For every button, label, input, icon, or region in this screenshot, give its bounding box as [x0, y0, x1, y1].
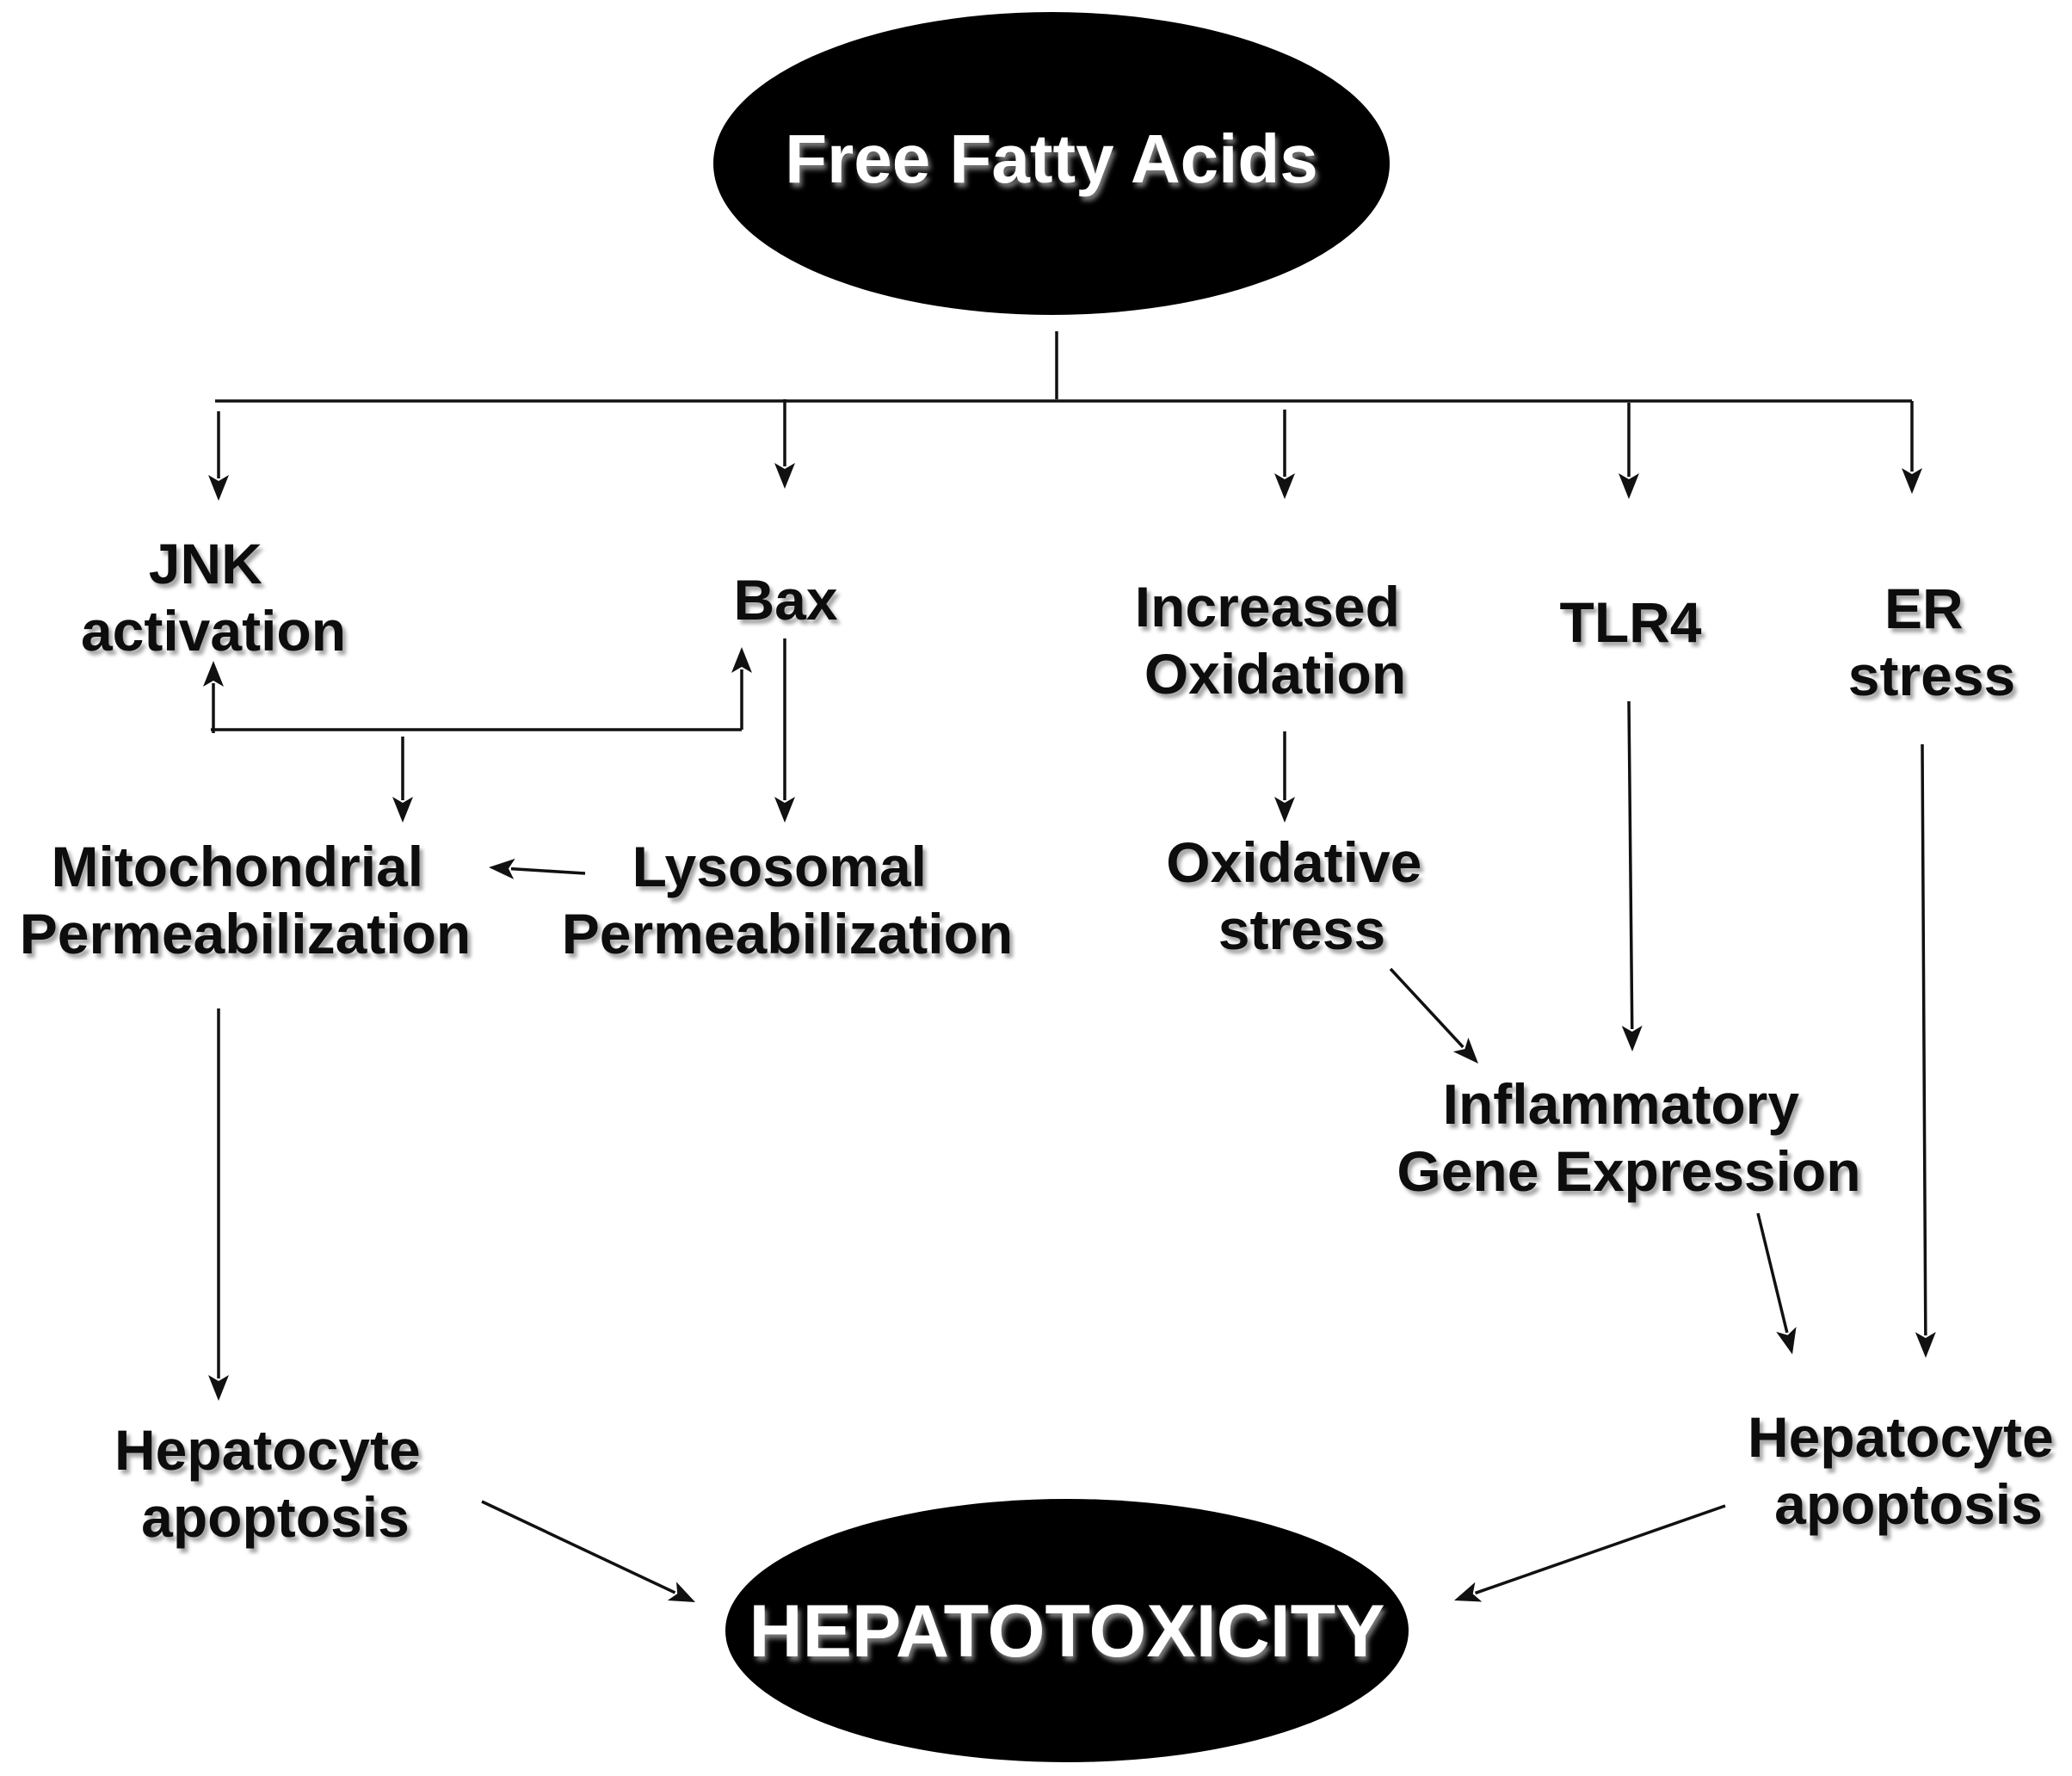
arrow-to-mitochondrial: [392, 737, 413, 823]
arrow-oxidative-to-inflammatory: [1389, 967, 1478, 1064]
lysosomal-permeabilization-node: Lysosomal Permeabilization: [562, 835, 1014, 965]
arrow-to-mitochondrial-head: [392, 797, 413, 823]
arrow-to-jnk: [208, 411, 229, 501]
edges: [211, 331, 1912, 731]
mitochondrial-permeabilization-node: Mitochondrial Permeabilization: [20, 835, 472, 965]
arrow-inflammatory-to-apoptosis-head: [1776, 1327, 1797, 1354]
arrow-to-er-stress: [1902, 401, 1922, 494]
apoptosis-left-line-2: apoptosis: [141, 1485, 410, 1549]
arrow-up-to-jnk: [203, 661, 224, 733]
arrow-er-to-apoptosis-head: [1915, 1331, 1936, 1358]
lysosomal-line-2: Permeabilization: [562, 902, 1014, 965]
arrow-to-oxidative-stress-head: [1274, 797, 1295, 823]
inflammatory-line-2: Gene Expression: [1397, 1139, 1860, 1203]
apoptosis-left-line-1: Hepatocyte: [114, 1418, 421, 1482]
hepatotoxicity-node: HEPATOTOXICITY: [725, 1499, 1409, 1762]
lysosomal-line-1: Lysosomal: [632, 835, 927, 898]
jnk-activation-line-1: JNK: [149, 532, 262, 595]
arrow-inflammatory-to-apoptosis: [1756, 1212, 1797, 1354]
oxidative-stress-line-2: stress: [1218, 897, 1386, 961]
arrow-up-to-bax: [731, 647, 752, 730]
arrows: [203, 399, 1936, 1602]
oxidative-stress-node: Oxidative stress: [1166, 830, 1437, 961]
arrow-up-to-jnk-head: [203, 661, 224, 687]
arrow-bax-to-lysosomal: [774, 638, 795, 823]
apoptosis-right-line-1: Hepatocyte: [1748, 1405, 2054, 1469]
arrow-up-to-bax-head: [731, 647, 752, 673]
arrow-to-tlr4-head: [1619, 473, 1639, 499]
arrow-to-jnk-head: [208, 475, 229, 501]
arrow-to-er-stress-head: [1902, 468, 1922, 494]
increased-oxidation-line-2: Oxidation: [1144, 642, 1406, 706]
free-fatty-acids-node: Free Fatty Acids: [713, 12, 1390, 315]
arrow-mito-to-apoptosis-left-head: [208, 1375, 229, 1401]
arrow-lysosomal-to-mitochondrial: [489, 858, 586, 879]
arrow-oxidative-to-inflammatory-head: [1452, 1037, 1478, 1064]
arrow-mito-to-apoptosis-left: [208, 1008, 229, 1401]
arrow-apoptosis-left-to-hepatotoxicity: [481, 1500, 695, 1602]
arrow-to-tlr4: [1619, 403, 1639, 499]
arrow-apoptosis-right-to-hepatotoxicity-head: [1454, 1582, 1483, 1602]
arrow-apoptosis-right-to-hepatotoxicity: [1454, 1504, 1726, 1602]
oxidative-stress-line-1: Oxidative: [1166, 830, 1421, 894]
arrow-apoptosis-left-to-hepatotoxicity-head: [667, 1582, 695, 1602]
free-fatty-acids-label: Free Fatty Acids: [785, 120, 1317, 197]
bax-line-1: Bax: [733, 568, 837, 632]
bax-node: Bax: [733, 568, 837, 632]
arrow-bax-to-lysosomal-head: [774, 797, 795, 823]
jnk-activation-line-2: activation: [81, 599, 346, 663]
arrow-to-oxidative-stress: [1274, 731, 1295, 823]
arrow-tlr4-to-inflammatory-head: [1621, 1025, 1643, 1051]
increased-oxidation-node: Increased Oxidation: [1135, 575, 1416, 706]
arrow-to-bax: [774, 399, 795, 489]
arrow-lysosomal-to-mitochondrial-head: [489, 858, 515, 879]
increased-oxidation-line-1: Increased: [1135, 575, 1400, 638]
arrow-to-increased-oxidation-head: [1274, 473, 1295, 499]
apoptosis-right-line-2: apoptosis: [1774, 1472, 2043, 1536]
mitochondrial-line-2: Permeabilization: [20, 902, 472, 965]
hepatotoxicity-label: HEPATOTOXICITY: [749, 1590, 1384, 1673]
hepatocyte-apoptosis-right-node: Hepatocyte apoptosis: [1748, 1405, 2069, 1536]
jnk-activation-node: JNK activation: [81, 532, 346, 663]
arrow-tlr4-to-inflammatory: [1621, 700, 1643, 1051]
er-stress-node: ER stress: [1848, 577, 2016, 707]
arrow-er-to-apoptosis: [1915, 743, 1936, 1358]
arrow-to-increased-oxidation: [1274, 410, 1295, 499]
er-stress-line-2: stress: [1848, 644, 2016, 707]
tlr4-node: TLR4: [1560, 590, 1702, 654]
arrow-to-bax-head: [774, 463, 795, 489]
tlr4-line-1: TLR4: [1560, 590, 1702, 654]
hepatocyte-apoptosis-left-node: Hepatocyte apoptosis: [114, 1418, 436, 1549]
mitochondrial-line-1: Mitochondrial: [52, 835, 424, 898]
inflammatory-line-1: Inflammatory: [1443, 1072, 1800, 1136]
er-stress-line-1: ER: [1884, 577, 1964, 640]
inflammatory-gene-expression-node: Inflammatory Gene Expression: [1397, 1072, 1860, 1203]
